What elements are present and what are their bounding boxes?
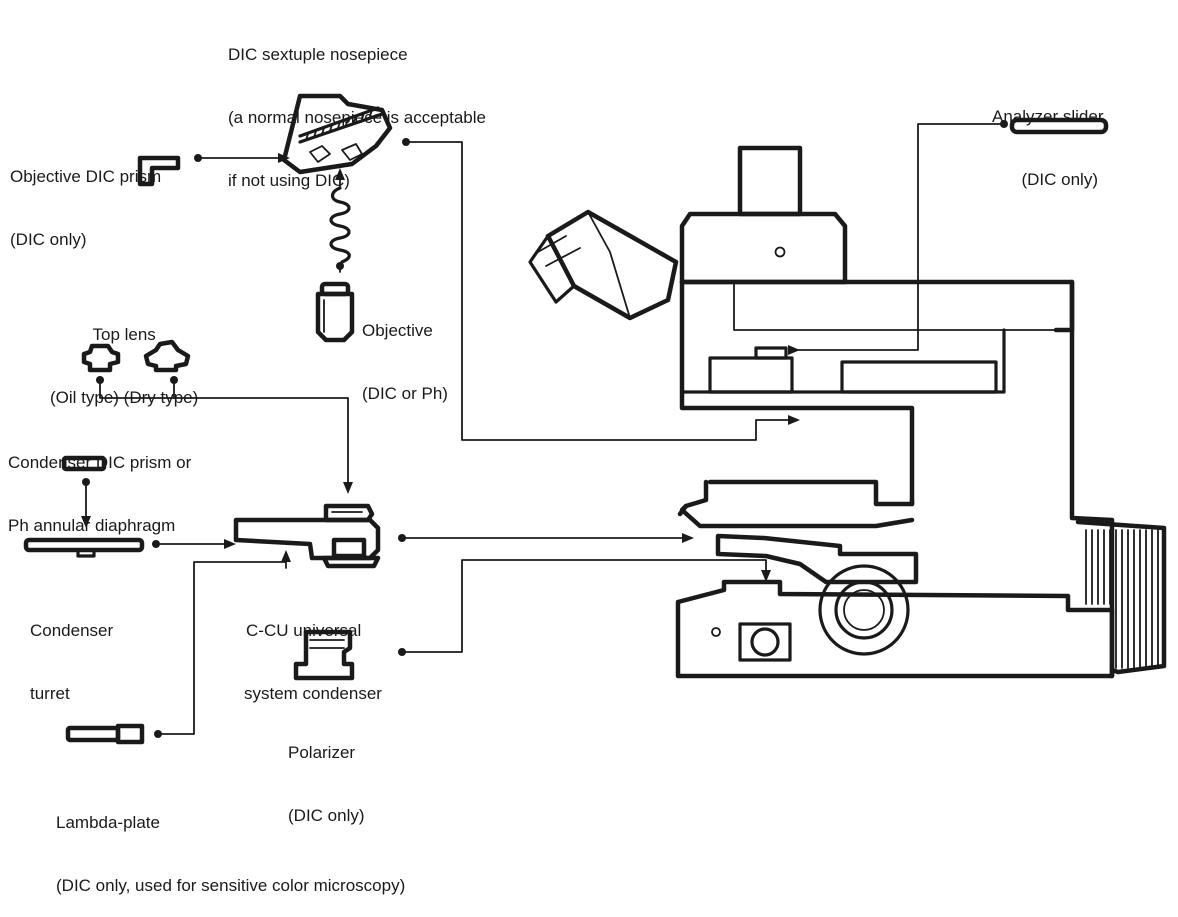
label-condenser-prism: Condenser DIC prism or Ph annular diaphr… (8, 410, 191, 557)
label-analyzer-line2: (DIC only) (992, 169, 1104, 190)
lambda-plate (68, 726, 142, 742)
label-lambda-plate: Lambda-plate (DIC only, used for sensiti… (56, 770, 405, 917)
label-top-lens: Top lens (Oil type) (Dry type) (50, 282, 198, 429)
label-objective: Objective (DIC or Ph) (362, 278, 448, 425)
objective (318, 284, 352, 340)
label-condenser-turret: Condenser turret (30, 578, 113, 725)
label-condenser-line1: C-CU universal (244, 620, 382, 641)
label-analyzer-line1: Analyzer slider (992, 106, 1104, 127)
microscope-body (530, 148, 1164, 676)
leader-lines (86, 124, 1002, 734)
label-lambda-plate-line1: Lambda-plate (56, 812, 405, 833)
leader-dots (82, 120, 1008, 738)
label-top-lens-line2: (Oil type) (Dry type) (50, 387, 198, 408)
label-nosepiece-line3: if not using DIC) (228, 170, 486, 191)
label-nosepiece: DIC sextuple nosepiece (a normal nosepie… (228, 2, 486, 212)
label-lambda-plate-line2: (DIC only, used for sensitive color micr… (56, 875, 405, 896)
label-nosepiece-line1: DIC sextuple nosepiece (228, 44, 486, 65)
label-objective-prism: Objective DIC prism (DIC only) (10, 124, 161, 271)
label-condenser-prism-line1: Condenser DIC prism or (8, 452, 191, 473)
universal-condenser (236, 506, 378, 566)
label-objective-prism-line1: Objective DIC prism (10, 166, 161, 187)
label-objective-line1: Objective (362, 320, 448, 341)
label-condenser-turret-line1: Condenser (30, 620, 113, 641)
label-objective-prism-line2: (DIC only) (10, 229, 161, 250)
label-top-lens-line1: Top lens (50, 324, 198, 345)
label-polarizer-line1: Polarizer (288, 742, 365, 763)
label-nosepiece-line2: (a normal nosepiece is acceptable (228, 107, 486, 128)
label-analyzer: Analyzer slider (DIC only) (992, 64, 1104, 211)
label-condenser-turret-line2: turret (30, 683, 113, 704)
label-condenser-prism-line2: Ph annular diaphragm (8, 515, 191, 536)
label-objective-line2: (DIC or Ph) (362, 383, 448, 404)
